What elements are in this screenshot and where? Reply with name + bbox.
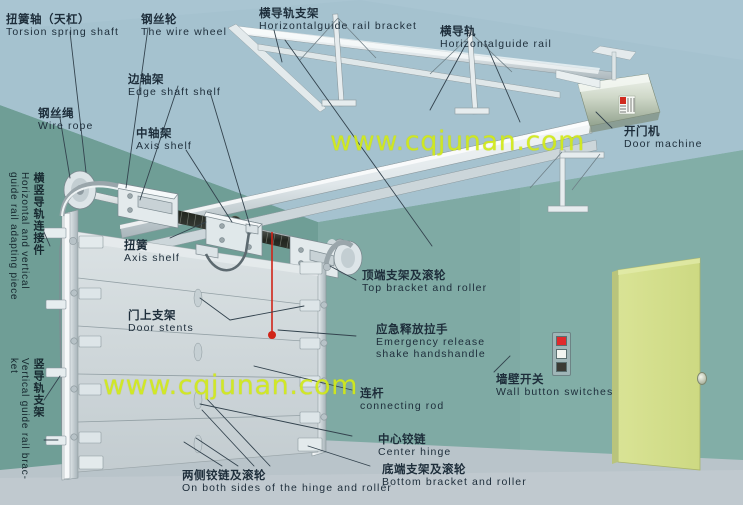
label-cn: 门上支架 xyxy=(128,310,176,322)
white-button[interactable] xyxy=(556,348,567,359)
label-en-line2: ket xyxy=(8,358,19,374)
label-axis-shelf-center: 中轴架 Axis shelf xyxy=(136,128,192,153)
label-en-line1: Emergency release xyxy=(376,335,486,348)
label-top-bracket-roller: 顶端支架及滚轮 Top bracket and roller xyxy=(362,270,487,295)
label-cn: 扭簧 xyxy=(124,240,148,252)
label-cn: 两侧铰链及滚轮 xyxy=(182,470,266,482)
label-cn: 连杆 xyxy=(360,388,384,400)
side-door-knob[interactable] xyxy=(697,372,707,385)
red-button[interactable] xyxy=(556,336,567,347)
label-cn: 横竖导轨连接件 xyxy=(32,172,44,256)
watermark-bottom: www.cqjunan.com xyxy=(103,370,358,401)
label-center-hinge: 中心铰链 Center hinge xyxy=(378,434,451,459)
label-cn: 中心铰链 xyxy=(378,434,426,446)
wall-button-switches-plate[interactable] xyxy=(552,332,571,376)
label-en: The wire wheel xyxy=(141,25,228,38)
label-cn: 应急释放拉手 xyxy=(376,324,448,336)
dark-button[interactable] xyxy=(556,361,567,372)
label-en: Wall button switches xyxy=(496,385,614,398)
label-en: Horizontalguide rail xyxy=(440,37,552,50)
label-adapting-piece: 横竖导轨连接件 Horizontal and vertical guide ra… xyxy=(8,172,46,387)
label-cn: 竖导轨支架 xyxy=(32,358,44,418)
label-emergency-release: 应急释放拉手 Emergency release shake handshand… xyxy=(376,324,486,360)
label-door-stents: 门上支架 Door stents xyxy=(128,310,194,335)
label-cn: 钢丝绳 xyxy=(38,108,74,120)
label-vertical-guide-rail-bracket: 竖导轨支架 Vertical guide rail brac- ket xyxy=(8,358,46,503)
watermark-top: www.cqjunan.com xyxy=(330,126,585,157)
label-cn: 顶端支架及滚轮 xyxy=(362,270,446,282)
label-cn: 钢丝轮 xyxy=(141,14,177,26)
label-connecting-rod: 连杆 connecting rod xyxy=(360,388,444,413)
label-en: On both sides of the hinge and roller xyxy=(182,481,392,494)
label-cn: 底端支架及滚轮 xyxy=(382,464,466,476)
label-en-line1: Horizontal and vertical xyxy=(19,172,30,290)
label-door-machine: 开门机 Door machine xyxy=(624,126,703,151)
label-en-line1: Vertical guide rail brac- xyxy=(19,358,30,480)
label-en: Edge shaft shelf xyxy=(128,85,221,98)
label-en: Door stents xyxy=(128,321,194,334)
label-cn: 横导轨支架 xyxy=(259,8,319,20)
label-edge-shaft-shelf: 边轴架 Edge shaft shelf xyxy=(128,74,221,99)
label-en: Top bracket and roller xyxy=(362,281,488,294)
label-horizontal-guide-rail-bracket: 横导轨支架 Horizontalguide rail bracket xyxy=(259,8,417,33)
label-cn: 横导轨 xyxy=(440,26,476,38)
label-en: connecting rod xyxy=(360,399,445,412)
label-en: Bottom bracket and roller xyxy=(382,475,527,488)
label-en: Door machine xyxy=(624,137,703,150)
label-en: Wire rope xyxy=(38,119,94,132)
label-bottom-bracket-roller: 底端支架及滚轮 Bottom bracket and roller xyxy=(382,464,527,489)
label-cn: 扭簧轴（天杠） xyxy=(6,14,90,26)
label-wire-rope: 钢丝绳 Wire rope xyxy=(38,108,93,133)
label-en: Axis shelf xyxy=(136,139,192,152)
label-both-sides-hinge-roller: 两侧铰链及滚轮 On both sides of the hinge and r… xyxy=(182,470,392,495)
label-wall-button-switches: 墙壁开关 Wall button switches xyxy=(496,374,613,399)
label-en: Torsion spring shaft xyxy=(6,25,120,38)
label-wire-wheel: 钢丝轮 The wire wheel xyxy=(141,14,227,39)
label-horizontal-guide-rail: 横导轨 Horizontalguide rail xyxy=(440,26,552,51)
label-torsion-spring: 扭簧 Axis shelf xyxy=(124,240,180,265)
label-cn: 开门机 xyxy=(624,126,660,138)
label-en-line2: shake handshandle xyxy=(376,347,486,360)
label-torsion-spring-shaft: 扭簧轴（天杠） Torsion spring shaft xyxy=(6,14,119,39)
label-cn: 中轴架 xyxy=(136,128,172,140)
label-en: Axis shelf xyxy=(124,251,180,264)
label-cn: 边轴架 xyxy=(128,74,164,86)
label-en: Center hinge xyxy=(378,445,452,458)
label-en-line2: guide rail adapting piece xyxy=(8,172,19,301)
label-en: Horizontalguide rail bracket xyxy=(259,19,418,32)
label-cn: 墙壁开关 xyxy=(496,374,544,386)
